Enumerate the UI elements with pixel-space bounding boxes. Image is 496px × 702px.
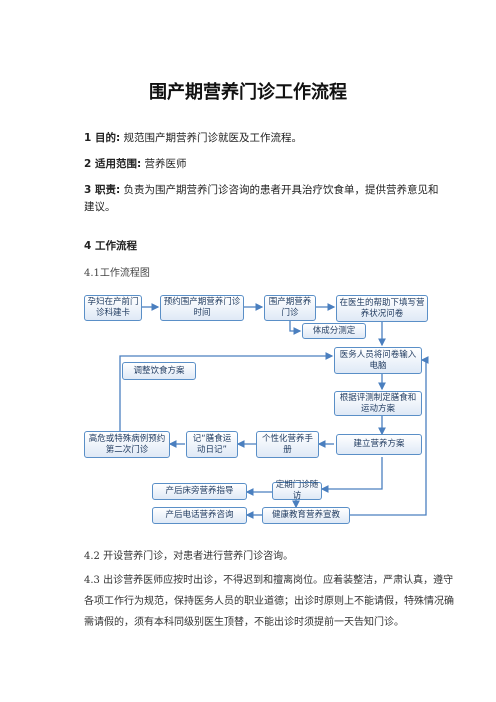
- workflow-heading: 4 工作流程: [84, 238, 444, 255]
- duty-label: 3 职责:: [84, 184, 121, 196]
- scope-label: 2 适用范围:: [84, 158, 142, 170]
- purpose-paragraph: 1 目的: 规范围产期营养门诊就医及工作流程。: [84, 130, 444, 147]
- flow-step-questionnaire: 在医生的帮助下填写营养状况问卷: [336, 295, 428, 322]
- flow-step-nutrition-plan: 建立营养方案: [336, 434, 422, 455]
- flow-step-computer-entry: 医务人员将问卷输入电脑: [334, 347, 422, 374]
- page-title: 围产期营养门诊工作流程: [149, 82, 347, 103]
- flow-step-phone-consult: 产后电话营养咨询: [152, 507, 247, 524]
- flow-step-adjust-diet: 调整饮食方案: [122, 362, 196, 380]
- flow-step-register: 孕妇在产前门诊科建卡: [84, 295, 142, 321]
- flow-step-appointment: 预约围产期营养门诊时间: [160, 295, 244, 321]
- flow-step-diary: 记“膳食运动日记”: [186, 431, 238, 458]
- duty-text: 负责为围产期营养门诊咨询的患者开具治疗饮食单，提供营养意见和建议。: [84, 184, 439, 213]
- scope-paragraph: 2 适用范围: 营养医师: [84, 156, 444, 173]
- purpose-label: 1 目的:: [84, 132, 121, 144]
- flow-step-clinic: 围产期营养门诊: [264, 295, 316, 321]
- flow-step-bedside-guidance: 产后床旁营养指导: [152, 483, 247, 500]
- flow-step-high-risk: 高危或特殊病例预约第二次门诊: [84, 431, 170, 458]
- flow-step-follow-up: 定期门诊随访: [272, 480, 322, 501]
- purpose-text: 规范围产期营养门诊就医及工作流程。: [123, 132, 303, 144]
- workflow-subheading: 4.1工作流程图: [84, 268, 150, 279]
- scope-text: 营养医师: [144, 158, 187, 170]
- paragraph-4-3: 4.3 出诊营养医师应按时出诊，不得迟到和擅离岗位。应着装整洁，严肃认真，遵守各…: [84, 575, 454, 628]
- paragraph-4-2: 4.2 开设营养门诊，对患者进行营养门诊咨询。: [84, 551, 294, 562]
- flow-step-health-education: 健康教育营养宣教: [262, 507, 350, 524]
- duty-paragraph: 3 职责: 负责为围产期营养门诊咨询的患者开具治疗饮食单，提供营养意见和建议。: [84, 182, 444, 216]
- flow-step-handbook: 个性化营养手册: [256, 431, 319, 458]
- workflow-label: 4 工作流程: [84, 240, 137, 252]
- flow-step-body-composition: 体成分测定: [302, 323, 366, 339]
- flow-step-diet-exercise-plan: 根据评测制定膳食和运动方案: [334, 391, 422, 416]
